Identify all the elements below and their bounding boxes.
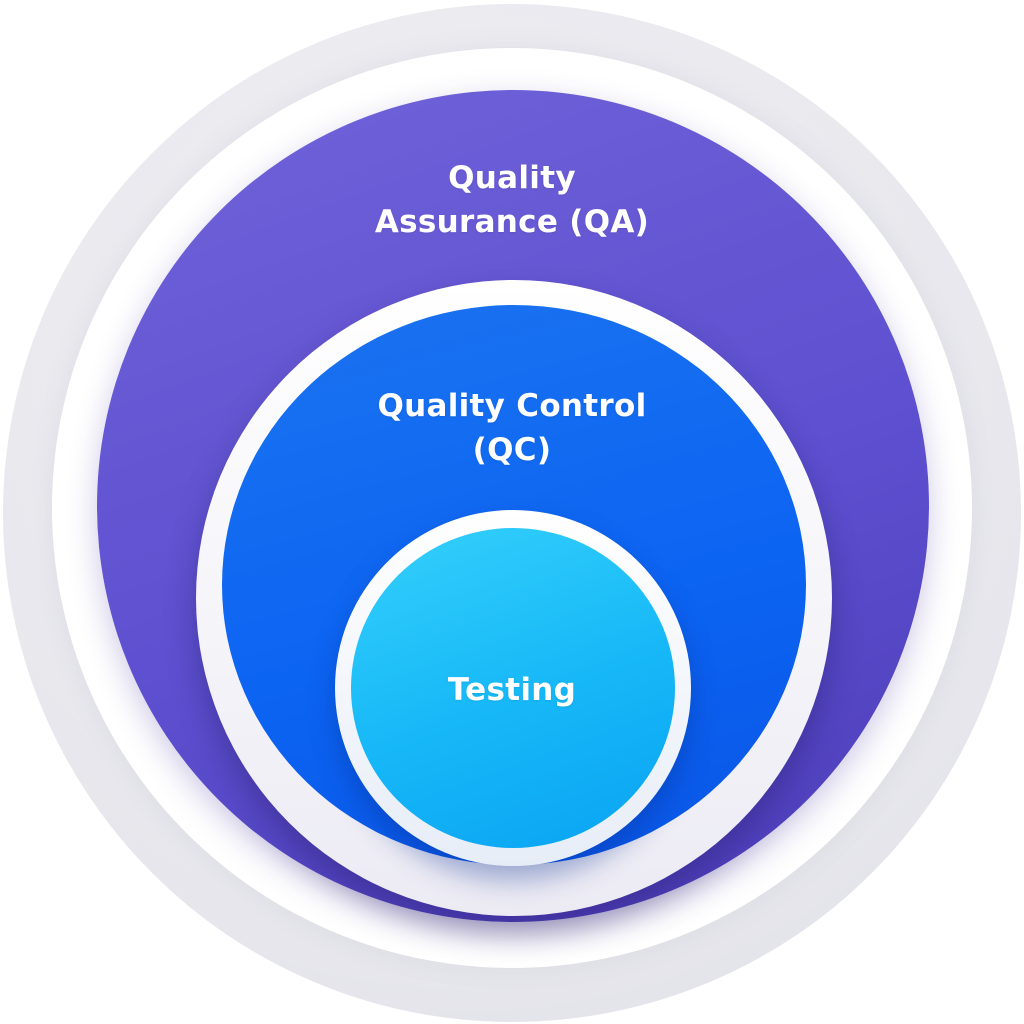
- testing-label-line-1: Testing: [447, 672, 577, 708]
- quality-assurance-label-line-1: Quality: [448, 160, 576, 196]
- quality-assurance-label-line-2: Assurance (QA): [374, 204, 650, 240]
- testing-label: Testing: [362, 668, 662, 712]
- quality-control-label-line-2: (QC): [472, 432, 552, 468]
- quality-control-label-line-1: Quality Control: [377, 388, 647, 424]
- quality-control-label: Quality Control (QC): [312, 384, 712, 472]
- quality-assurance-label: Quality Assurance (QA): [312, 156, 712, 244]
- testing-circle: [351, 528, 675, 848]
